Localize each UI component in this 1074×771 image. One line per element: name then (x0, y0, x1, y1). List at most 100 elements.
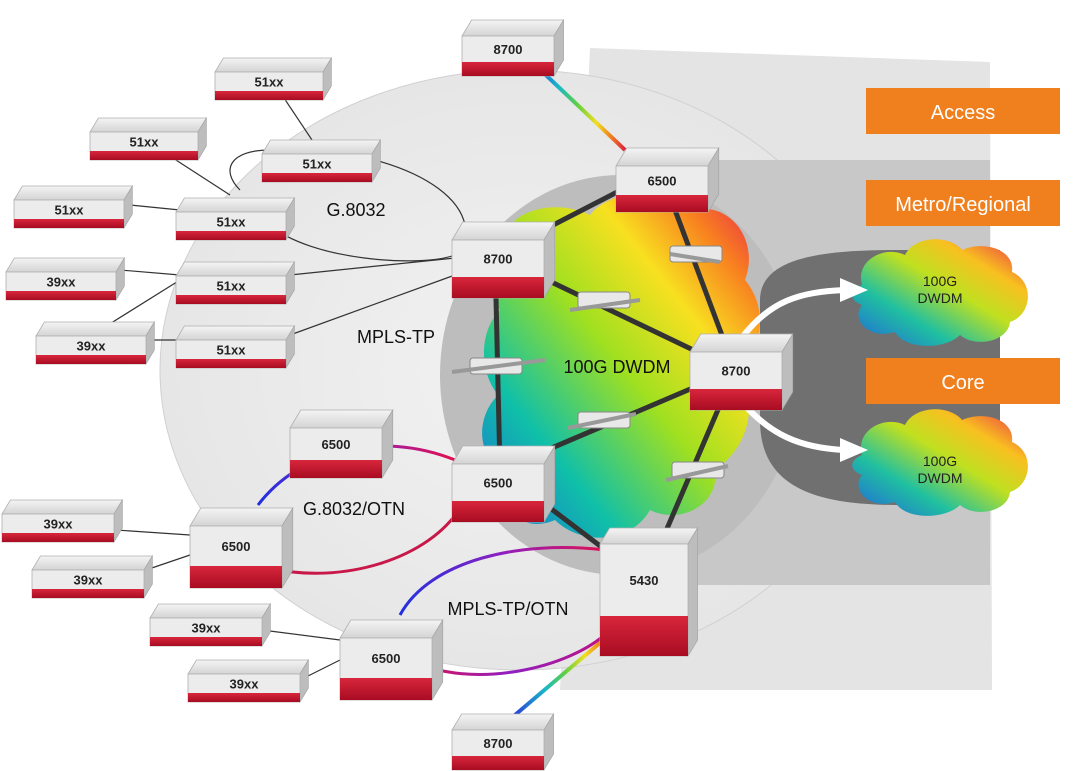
device-label: 39xx (47, 275, 77, 290)
core-cloud-lower-line1: 100G (923, 453, 957, 469)
device-a-39xx-1: 39xx (5, 256, 126, 302)
device-red-band (150, 637, 262, 646)
roadm-node-1 (669, 245, 723, 264)
device-label: 39xx (74, 573, 104, 588)
device-a-6500-upper: 6500 (289, 408, 394, 480)
device-red-band (690, 389, 782, 410)
device-a-39xx-2: 39xx (35, 320, 156, 366)
device-red-band (452, 756, 544, 770)
dwdm-ring-label: 100G DWDM (563, 357, 670, 377)
core-cloud-lower-line2: DWDM (917, 470, 962, 486)
device-a-6500-low: 6500 (339, 618, 444, 702)
device-a-51xx-5: 51xx (175, 196, 296, 242)
spectrum-link-bottom (513, 628, 617, 717)
device-label: 51xx (217, 343, 247, 358)
device-label: 8700 (484, 736, 513, 751)
device-label: 6500 (222, 539, 251, 554)
device-a-51xx-1: 51xx (214, 56, 333, 102)
metro-zone-label: Metro/Regional (895, 194, 1031, 216)
device-top-face (189, 507, 294, 527)
device-red-band (176, 231, 286, 240)
device-a-51xx-3: 51xx (261, 138, 382, 184)
g8032-label: G.8032 (326, 200, 385, 220)
mpls-otn-link-upper (398, 546, 606, 616)
device-label: 6500 (648, 174, 677, 189)
device-top-face (289, 409, 394, 429)
device-label: 51xx (217, 279, 247, 294)
core-zone-badge: Core (866, 358, 1060, 404)
arrow-to-lower-cloud (737, 398, 846, 453)
device-red-band (452, 277, 544, 298)
device-top-face (187, 659, 310, 675)
mpls-tp-otn-label: MPLS-TP/OTN (447, 599, 568, 619)
device-label: 6500 (322, 437, 351, 452)
device-red-band (6, 291, 116, 300)
device-top-face (31, 555, 154, 571)
device-bottom-8700: 8700 (451, 712, 555, 771)
device-a-51xx-7: 51xx (175, 324, 296, 370)
device-red-band (176, 295, 286, 304)
device-top-face (339, 619, 444, 639)
device-a-51xx-6: 51xx (175, 260, 296, 306)
device-top-face (615, 147, 720, 167)
device-label: 51xx (303, 157, 333, 172)
device-label: 6500 (372, 651, 401, 666)
metro-zone-badge: Metro/Regional (866, 180, 1060, 226)
device-top-face (461, 19, 565, 37)
device-top-face (13, 185, 134, 201)
device-top-face (175, 325, 296, 341)
device-red-band (262, 173, 372, 182)
device-label: 39xx (230, 677, 260, 692)
mpls-tp-label: MPLS-TP (357, 327, 435, 347)
device-label: 6500 (484, 476, 513, 491)
device-red-band (190, 566, 282, 588)
device-top-face (1, 499, 124, 515)
device-red-band (616, 195, 708, 212)
device-red-band (215, 91, 323, 100)
device-red-band (452, 501, 544, 522)
access-zone-badge: Access (866, 88, 1060, 134)
device-m-5430: 5430 (599, 526, 699, 658)
device-label: 8700 (494, 42, 523, 57)
g8032-otn-label: G.8032/OTN (303, 499, 405, 519)
device-label: 51xx (217, 215, 247, 230)
device-m-8700-right: 8700 (689, 332, 794, 412)
device-m-8700-left: 8700 (451, 220, 556, 300)
device-a-39xx-6: 39xx (187, 658, 310, 704)
device-red-band (90, 151, 198, 160)
device-red-band (188, 693, 300, 702)
device-top-face (451, 221, 556, 241)
device-a-39xx-3: 39xx (1, 498, 124, 544)
device-label: 5430 (630, 573, 659, 588)
device-top-face (261, 139, 382, 155)
device-label: 51xx (130, 135, 160, 150)
arrow-head-upper (840, 278, 868, 302)
device-red-band (176, 359, 286, 368)
device-m-6500-bottom: 6500 (451, 444, 556, 524)
device-label: 39xx (192, 621, 222, 636)
device-top-8700: 8700 (461, 18, 565, 78)
device-top-face (89, 117, 208, 133)
core-zone-label: Core (941, 372, 984, 394)
device-label: 51xx (55, 203, 85, 218)
device-a-51xx-2: 51xx (89, 116, 208, 162)
device-red-band (2, 533, 114, 542)
otn-link-lower (269, 504, 464, 575)
core-cloud-upper: 100G DWDM (852, 239, 1028, 346)
arrow-head-lower (840, 438, 868, 462)
device-a-51xx-4: 51xx (13, 184, 134, 230)
device-top-face (5, 257, 126, 273)
roadm-node-2 (569, 291, 641, 312)
device-layer: 8700 51xx 51xx 51xx 51xx 51xx 39xx 51xx 39xx 51xx… (1, 18, 794, 771)
device-top-face (149, 603, 272, 619)
device-red-band (600, 616, 688, 656)
device-label: 8700 (484, 252, 513, 267)
core-cloud-upper-line1: 100G (923, 273, 957, 289)
device-top-face (214, 57, 333, 73)
device-top-face (175, 197, 296, 213)
roadm-node-4 (567, 411, 637, 430)
device-label: 8700 (722, 364, 751, 379)
device-a-39xx-4: 39xx (31, 554, 154, 600)
device-label: 39xx (44, 517, 74, 532)
device-side-face (687, 526, 698, 658)
